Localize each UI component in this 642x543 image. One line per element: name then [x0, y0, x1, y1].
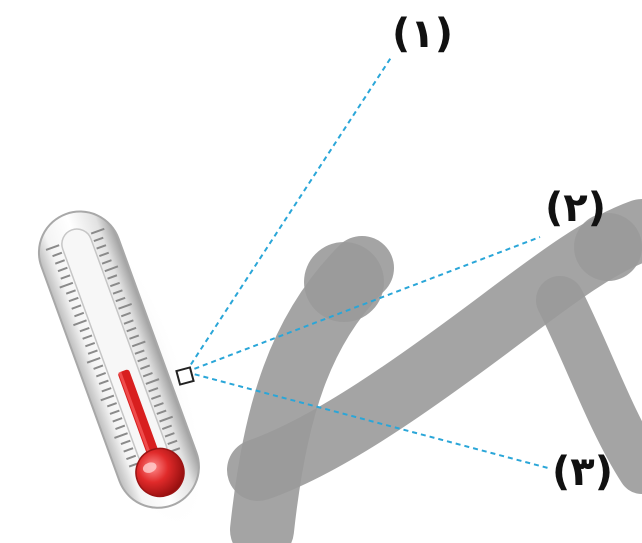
- pointer-box-icon: [176, 367, 193, 384]
- label-two: (۲): [545, 188, 606, 228]
- label-one: (۱): [392, 14, 453, 54]
- label-three: (۳): [552, 452, 613, 492]
